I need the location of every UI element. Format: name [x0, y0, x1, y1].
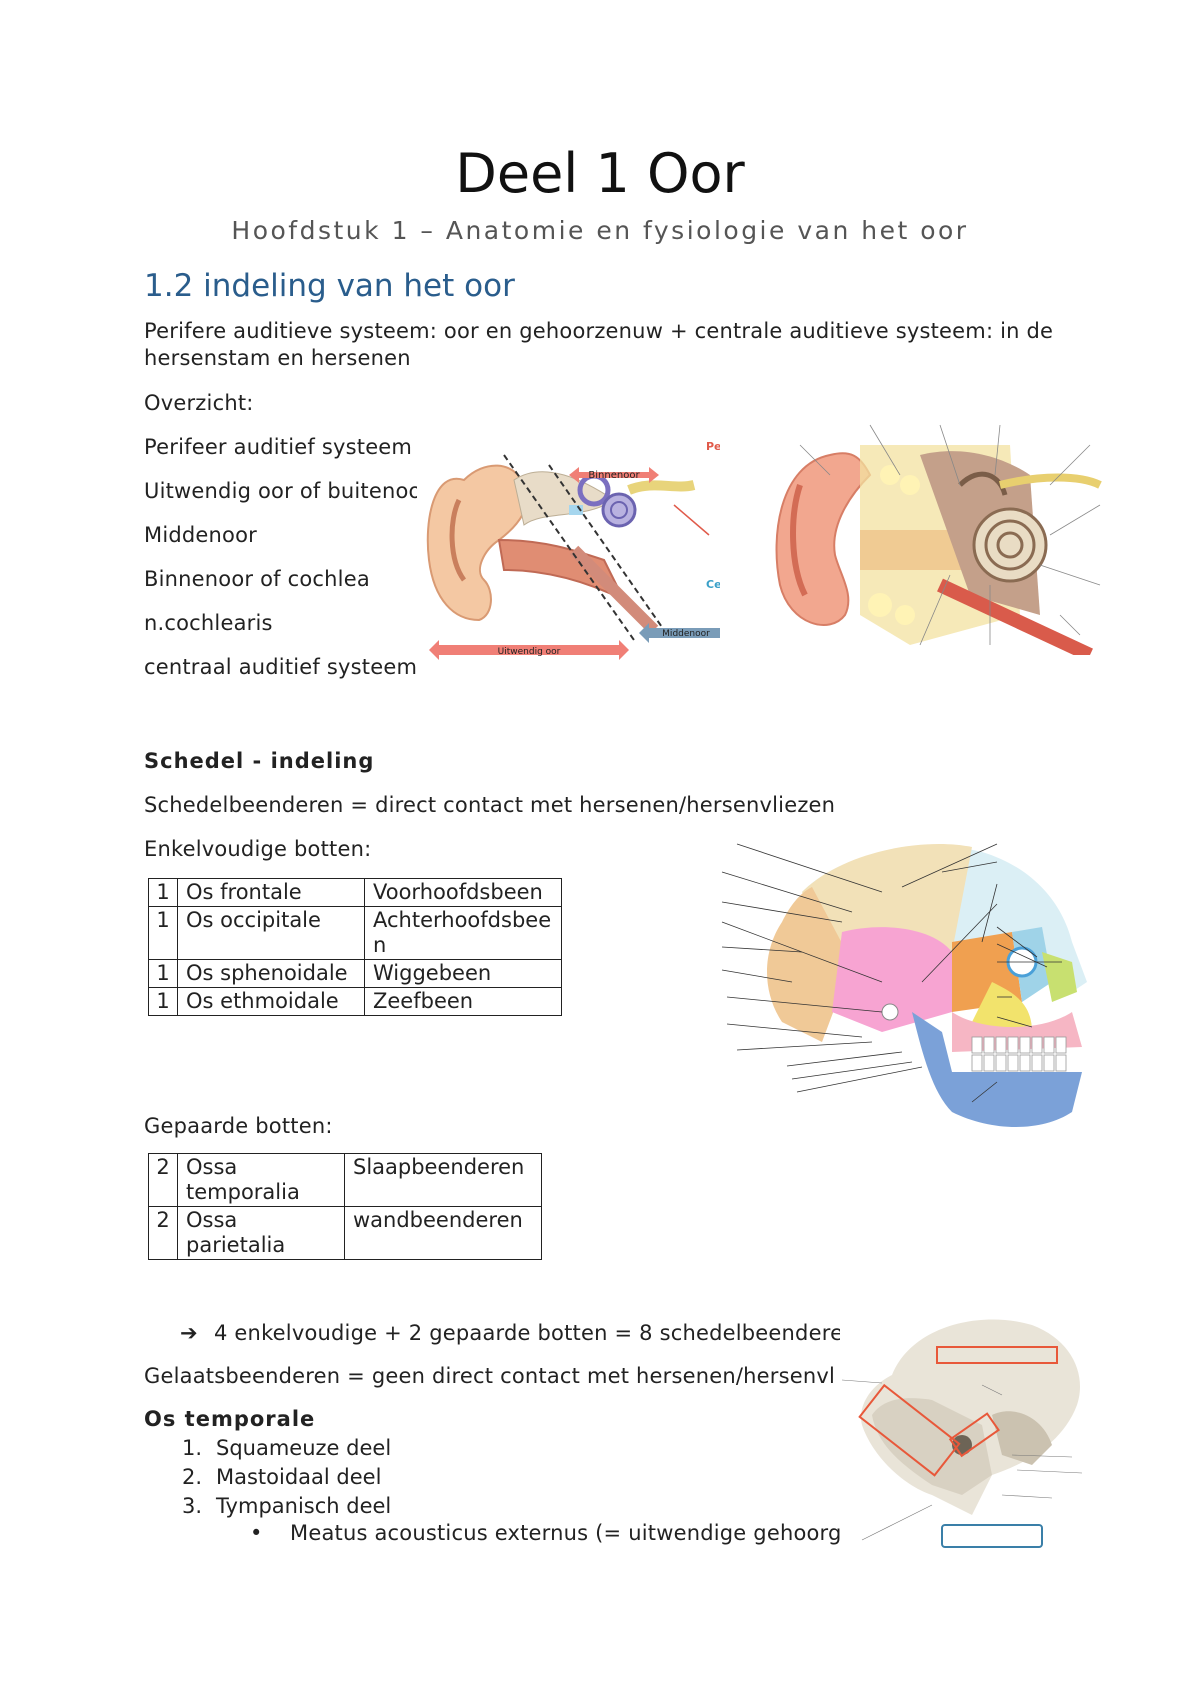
- bone-dutch: Zeefbeen: [364, 987, 562, 1016]
- bone-dutch: Achterhoofdsbeen: [364, 906, 562, 960]
- uitwendig-oor-label: Uitwendig oor: [498, 647, 561, 657]
- bone-count: 1: [148, 878, 178, 907]
- bone-latin: Os ethmoidale: [177, 987, 365, 1016]
- overview-item: n.cochlearis: [144, 611, 273, 635]
- skull-lateral-diagram: [721, 843, 1087, 1127]
- temporal-parts-list: 1.Squameuze deel 2.Mastoidaal deel 3.Tym…: [182, 1434, 391, 1521]
- bone-latin: Os frontale: [177, 878, 365, 907]
- ear-division-diagram: Binnenoor Uitwendig oor Middenoor Pe Ce: [426, 440, 720, 660]
- subpart-text: Meatus acousticus externus (= uitwendige…: [290, 1521, 840, 1545]
- bone-dutch: Voorhoofdsbeen: [364, 878, 562, 907]
- temporal-subpart: • Meatus acousticus externus (= uitwendig…: [250, 1520, 840, 1547]
- table-row: 1 Os sphenoidale Wiggebeen: [148, 959, 562, 988]
- skull-line: Schedelbeenderen = direct contact met he…: [144, 793, 836, 817]
- bullet-icon: •: [250, 1521, 263, 1545]
- overview-item: Middenoor: [144, 523, 257, 547]
- list-item: 2.Mastoidaal deel: [182, 1463, 391, 1492]
- bone-count: 1: [148, 987, 178, 1016]
- chapter-subtitle: Hoofdstuk 1 – Anatomie en fysiologie van…: [231, 216, 969, 245]
- bone-latin: Ossa parietalia: [177, 1206, 345, 1260]
- pe-fragment-label: Pe: [706, 440, 720, 453]
- ear-anatomy-diagram: [760, 415, 1160, 655]
- bone-dutch: Slaapbeenderen: [344, 1153, 542, 1207]
- bone-count: 1: [148, 959, 178, 988]
- page-title: Deel 1 Oor: [455, 142, 745, 205]
- face-bones-line: Gelaatsbeenderen = geen direct contact m…: [144, 1364, 836, 1388]
- ce-fragment-label: Ce: [706, 578, 720, 591]
- table-row: 2 Ossa parietalia wandbeenderen: [148, 1206, 542, 1260]
- bone-dutch: Wiggebeen: [364, 959, 562, 988]
- middenoor-label: Middenoor: [662, 629, 710, 639]
- intro-paragraph: Perifere auditieve systeem: oor en gehoo…: [144, 319, 1054, 370]
- overview-item: Perifeer auditief systeem: [144, 435, 413, 459]
- bone-dutch: wandbeenderen: [344, 1206, 542, 1260]
- paired-bones-table: 2 Ossa temporalia Slaapbeenderen 2 Ossa …: [148, 1153, 542, 1260]
- overview-item: Uitwendig oor of buitenoor: [144, 479, 417, 503]
- temporal-heading: Os temporale: [144, 1407, 316, 1431]
- skull-heading: Schedel - indeling: [144, 749, 375, 773]
- temporal-bone-photo: [842, 1319, 1083, 1548]
- overview-item: centraal auditief systeem: [144, 655, 418, 679]
- binnenoor-label: Binnenoor: [588, 470, 640, 481]
- bone-count: 2: [148, 1153, 178, 1207]
- bone-latin: Os occipitale: [177, 906, 365, 960]
- bone-latin: Ossa temporalia: [177, 1153, 345, 1207]
- list-item: 3.Tympanisch deel: [182, 1492, 391, 1521]
- single-bones-label: Enkelvoudige botten:: [144, 837, 372, 861]
- part-label: Tympanisch deel: [216, 1494, 392, 1518]
- paired-bones-label: Gepaarde botten:: [144, 1114, 333, 1138]
- single-bones-table: 1 Os frontale Voorhoofdsbeen 1 Os occipi…: [148, 878, 562, 1016]
- overview-item: Binnenoor of cochlea: [144, 567, 370, 591]
- table-row: 1 Os ethmoidale Zeefbeen: [148, 987, 562, 1016]
- part-label: Squameuze deel: [216, 1436, 392, 1460]
- list-item: 1.Squameuze deel: [182, 1434, 391, 1463]
- table-row: 1 Os frontale Voorhoofdsbeen: [148, 878, 562, 907]
- section-heading: 1.2 indeling van het oor: [144, 268, 515, 304]
- summary-text: 4 enkelvoudige + 2 gepaarde botten = 8 s…: [214, 1321, 840, 1345]
- bone-latin: Os sphenoidale: [177, 959, 365, 988]
- overview-label: Overzicht:: [144, 391, 254, 415]
- table-row: 2 Ossa temporalia Slaapbeenderen: [148, 1153, 542, 1207]
- part-label: Mastoidaal deel: [216, 1465, 382, 1489]
- arrow-summary-line: ➔ 4 enkelvoudige + 2 gepaarde botten = 8 …: [180, 1320, 840, 1347]
- bone-count: 1: [148, 906, 178, 960]
- bone-count: 2: [148, 1206, 178, 1260]
- right-arrow-icon: ➔: [180, 1321, 198, 1345]
- table-row: 1 Os occipitale Achterhoofdsbeen: [148, 906, 562, 960]
